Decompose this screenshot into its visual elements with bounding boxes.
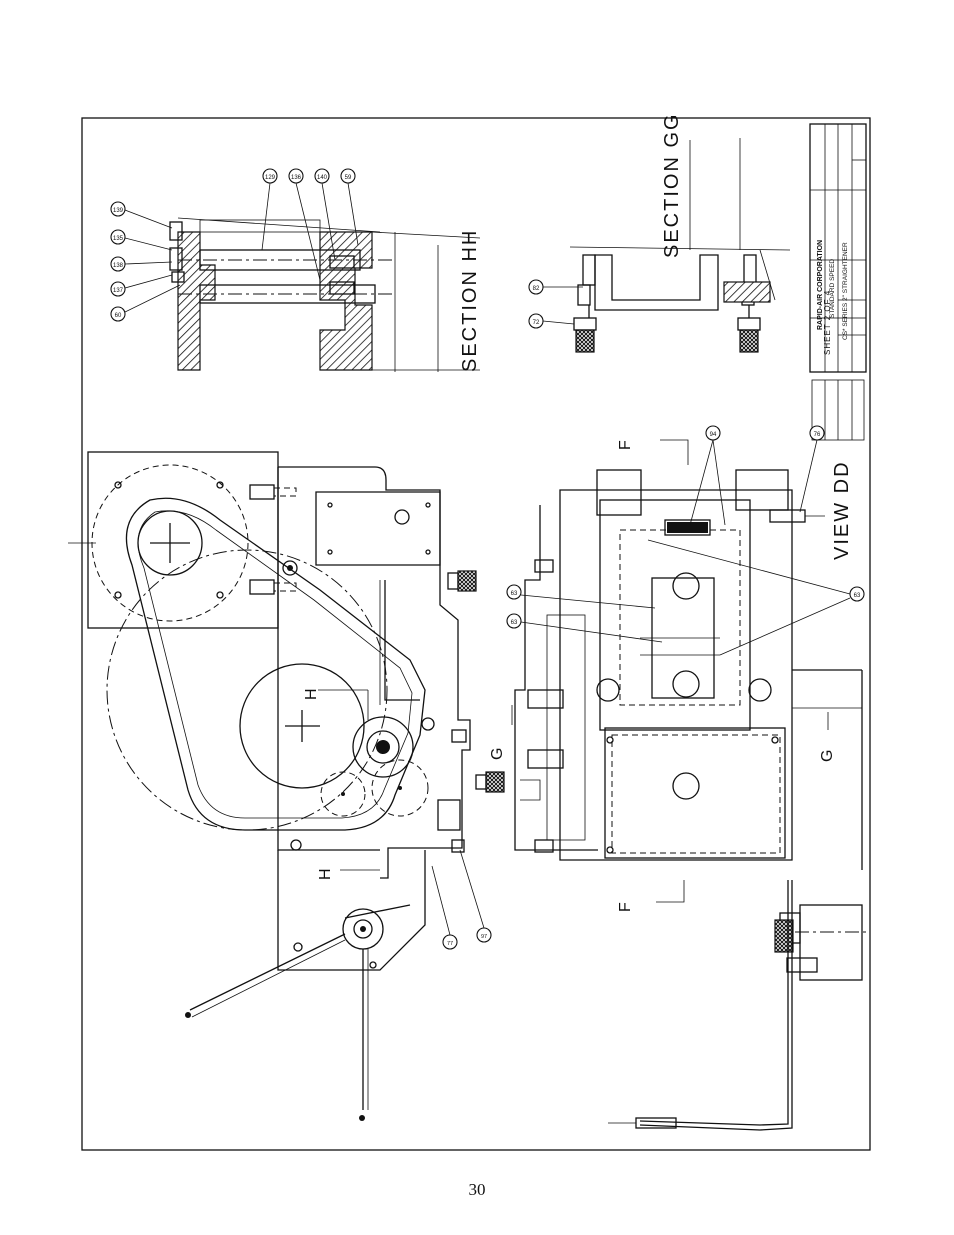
view-letter-f-upper: F bbox=[617, 440, 634, 450]
view-letter-h-upper: H bbox=[303, 688, 320, 700]
title-block: RAPID-AIR CORPORATION STANDARD SPEED CS*… bbox=[809, 123, 867, 441]
svg-text:60: 60 bbox=[115, 313, 122, 319]
view-dd-label: VIEW DD bbox=[831, 460, 853, 560]
section-gg-balloons: 82 72 bbox=[528, 279, 583, 329]
svg-text:82: 82 bbox=[533, 286, 540, 292]
left-assembly-view bbox=[68, 451, 505, 1121]
svg-text:72: 72 bbox=[533, 320, 540, 326]
svg-text:63: 63 bbox=[511, 620, 518, 626]
view-dd-balloons: 94 76 63 63 63 bbox=[506, 425, 865, 656]
svg-text:59: 59 bbox=[345, 175, 352, 181]
view-letter-g-right: G bbox=[819, 750, 836, 762]
svg-text:77: 77 bbox=[447, 941, 453, 947]
section-hh-balloons: 139 135 138 137 60 129 136 140 59 bbox=[110, 168, 359, 322]
page-number: 30 bbox=[468, 1180, 486, 1199]
svg-text:97: 97 bbox=[481, 934, 487, 940]
left-view-letters: H H bbox=[303, 688, 334, 880]
title-block-company: RAPID-AIR CORPORATION bbox=[817, 240, 824, 330]
view-letter-h-lower: H bbox=[317, 868, 334, 880]
svg-text:63: 63 bbox=[854, 593, 861, 599]
drawing-border bbox=[81, 117, 871, 1151]
svg-text:136: 136 bbox=[291, 175, 302, 181]
section-hh-label: SECTION HH bbox=[459, 229, 481, 372]
svg-text:135: 135 bbox=[113, 236, 124, 242]
svg-text:137: 137 bbox=[113, 288, 124, 294]
view-letter-f-lower: F bbox=[617, 902, 634, 912]
section-hh: SECTION HH bbox=[169, 217, 481, 372]
svg-text:63: 63 bbox=[511, 591, 518, 597]
section-gg: SECTION GG SHEET 2 OF 4 bbox=[569, 112, 832, 355]
svg-text:76: 76 bbox=[814, 432, 821, 438]
svg-text:94: 94 bbox=[710, 432, 717, 438]
svg-text:138: 138 bbox=[113, 263, 124, 269]
svg-text:129: 129 bbox=[265, 175, 276, 181]
view-dd-letters: F F G G VIEW DD bbox=[489, 440, 853, 912]
left-view-balloons: 77 97 bbox=[431, 849, 492, 950]
section-gg-label: SECTION GG bbox=[661, 112, 683, 258]
view-dd bbox=[511, 439, 870, 1131]
svg-text:139: 139 bbox=[113, 208, 124, 214]
view-letter-g-left: G bbox=[489, 748, 506, 760]
sheet-label: SHEET 2 OF 4 bbox=[823, 290, 832, 355]
svg-text:140: 140 bbox=[317, 175, 328, 181]
title-block-title-line-2: CS* SERIES 2" STRAIGHTENER bbox=[842, 242, 849, 340]
title-block-title-line-1: STANDARD SPEED bbox=[829, 259, 836, 318]
